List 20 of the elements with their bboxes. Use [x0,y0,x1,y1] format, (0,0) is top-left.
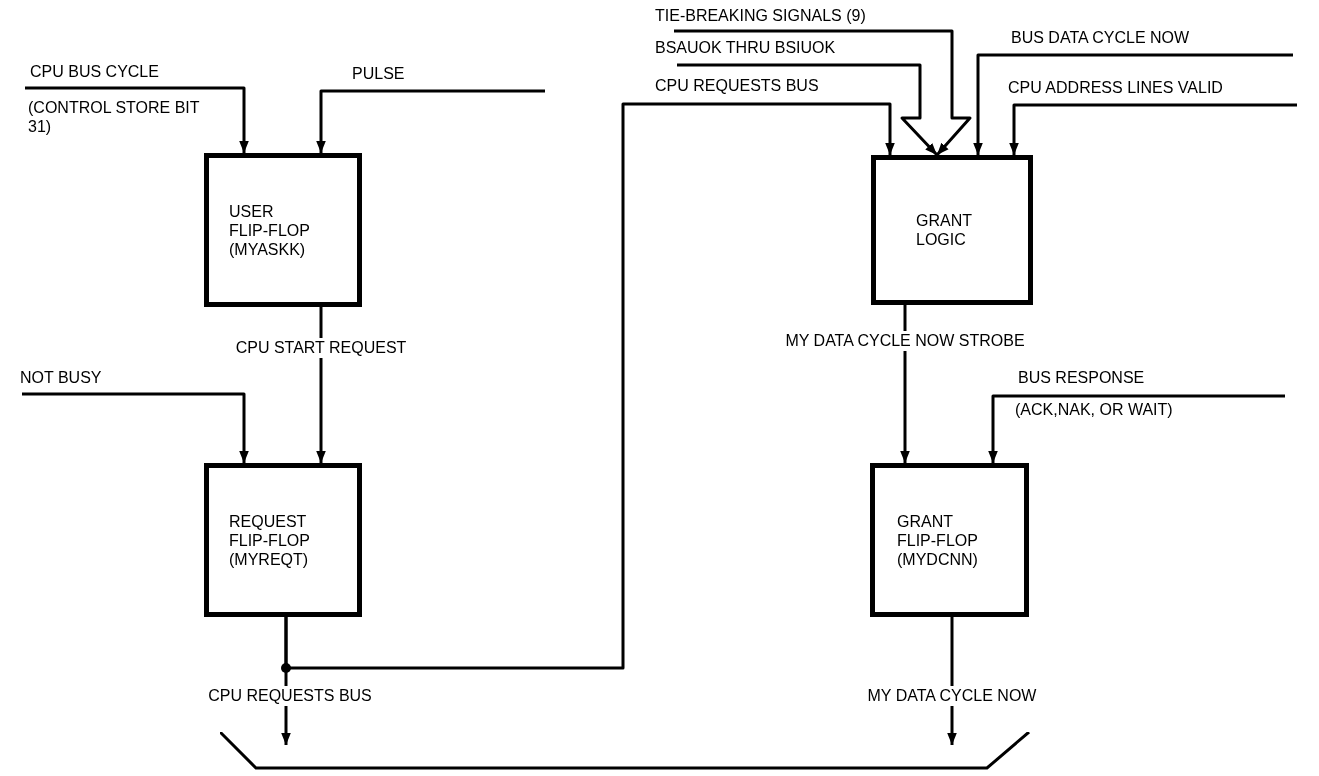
edge-label: CPU REQUESTS BUS [655,76,819,96]
note-text: (ACK,NAK, OR WAIT) [1015,400,1174,419]
note-text: (CONTROL STORE BIT 31) [28,98,201,136]
edge-label: BUS DATA CYCLE NOW [1011,28,1190,48]
box-label: REQUEST FLIP-FLOP (MYREQT) [229,511,311,569]
edge-label: BUS RESPONSE [1018,368,1145,388]
box-label: USER FLIP-FLOP (MYASKK) [229,201,311,259]
edge-label: BSAUOK THRU BSIUOK [655,38,836,58]
process-box [204,153,362,307]
edge-label: CPU ADDRESS LINES VALID [1008,78,1223,98]
process-box [871,155,1033,305]
box-label: GRANT FLIP-FLOP (MYDCNN) [897,511,979,569]
bus-trapezoid [220,732,1030,770]
process-box [870,463,1029,617]
process-box [204,463,362,617]
edge-label: NOT BUSY [20,368,102,388]
edge-label: TIE-BREAKING SIGNALS (9) [655,6,866,26]
edge-label: CPU BUS CYCLE [30,62,159,82]
box-label: GRANT LOGIC [916,211,973,249]
edge-label: PULSE [352,64,405,84]
